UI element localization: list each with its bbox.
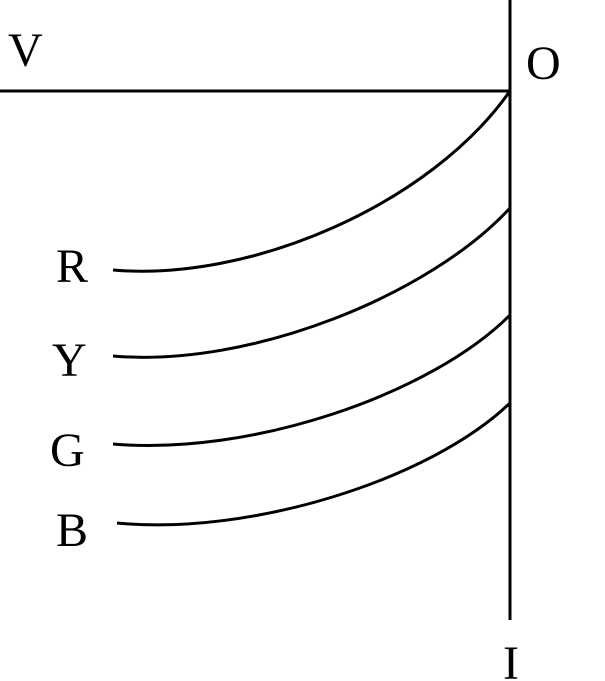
curve-g <box>112 313 512 447</box>
voltage-axis-label: V <box>8 24 43 77</box>
origin-label: O <box>526 37 561 90</box>
curve-r <box>112 90 512 273</box>
current-axis-label: I <box>503 637 519 681</box>
curve-label-b: B <box>56 504 88 557</box>
curve-label-y: Y <box>52 334 87 387</box>
curve-y <box>112 206 512 359</box>
curve-label-g: G <box>50 424 85 477</box>
curve-label-r: R <box>56 240 88 293</box>
curve-b <box>116 401 512 527</box>
